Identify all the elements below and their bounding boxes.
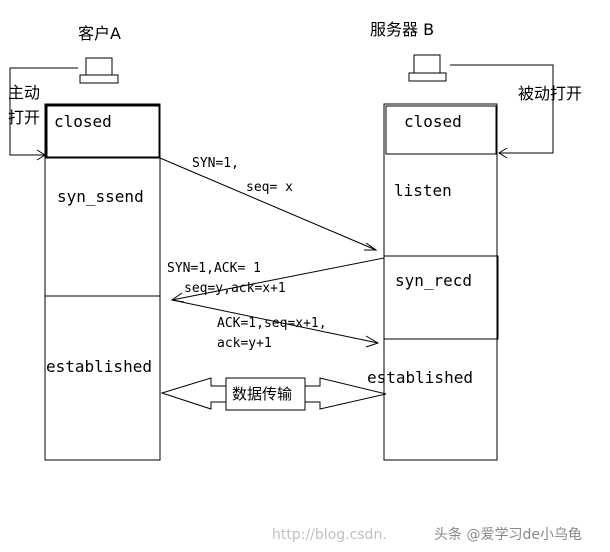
syn-ack-label-line2: seq=y,ack=x+1 <box>184 281 286 296</box>
server-state-listen: listen <box>394 181 452 200</box>
client-state-closed: closed <box>54 112 112 131</box>
syn-label-line2: seq= x <box>246 180 293 195</box>
ack-label-line2: ack=y+1 <box>217 336 272 351</box>
data-transfer-arrow <box>160 377 387 411</box>
server-action: 被动打开 <box>518 84 582 103</box>
active-open-arrow <box>9 67 78 161</box>
data-transfer-label: 数据传输 <box>232 385 292 403</box>
syn-arrow <box>159 157 378 251</box>
client-action-line1: 主动 <box>8 83 40 102</box>
server-state-closed: closed <box>404 112 462 131</box>
ack-arrow <box>171 299 380 348</box>
client-state-established: established <box>46 357 152 376</box>
watermark-url: http://blog.csdn. <box>272 527 387 543</box>
client-title: 客户A <box>78 24 121 43</box>
server-title: 服务器 B <box>370 20 434 39</box>
syn-label-line1: SYN=1, <box>192 156 239 171</box>
client-closed-box <box>45 104 161 159</box>
client-computer-icon <box>79 57 119 84</box>
syn-ack-label-line1: SYN=1,ACK= 1 <box>167 261 261 276</box>
watermark-author: 头条 @爱学习de小乌龟 <box>434 526 582 543</box>
server-closed-box <box>385 105 497 155</box>
server-state-syn-recd: syn_recd <box>395 271 472 290</box>
passive-open-arrow <box>450 64 554 159</box>
client-action-line2: 打开 <box>8 108 40 127</box>
server-computer-icon <box>408 54 447 82</box>
ack-label-line1: ACK=1,seq=x+1, <box>217 316 327 331</box>
server-syn-recd-box <box>383 255 499 340</box>
server-state-established: established <box>367 368 473 387</box>
client-lifeline <box>44 103 161 461</box>
server-lifeline <box>383 103 499 461</box>
client-state-syn-send: syn_ssend <box>57 187 144 206</box>
